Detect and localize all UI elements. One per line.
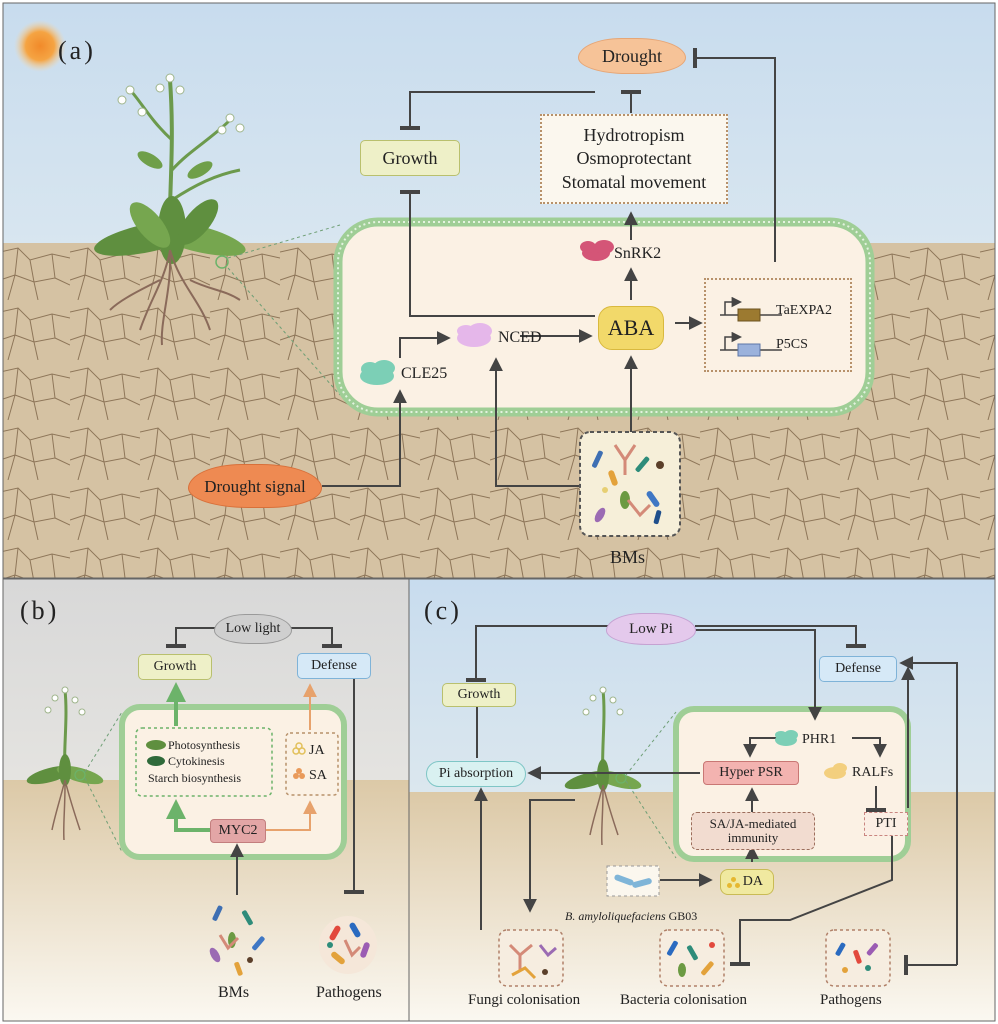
microbes-a-icon bbox=[592, 444, 664, 525]
pathogens-c-icon bbox=[825, 929, 891, 987]
pti-node: PTI bbox=[864, 812, 908, 836]
plant-a-illustration bbox=[94, 73, 341, 396]
bacterium-species: B. amyloliquefaciens bbox=[565, 909, 666, 923]
phr1-label: PHR1 bbox=[802, 732, 837, 747]
panel-a-letter: (a) bbox=[58, 36, 96, 65]
bacterium-name: B. amyloliquefaciens GB03 bbox=[565, 910, 697, 922]
phr1-icon bbox=[775, 730, 798, 746]
gene-box bbox=[704, 278, 852, 372]
fungi-icon bbox=[498, 929, 564, 987]
bacterium-strain: GB03 bbox=[668, 909, 698, 923]
process-photosynthesis: Photosynthesis bbox=[168, 738, 241, 752]
bms-label-a: BMs bbox=[610, 547, 646, 567]
da-dot-icon bbox=[731, 877, 736, 882]
growth-node-a: Growth bbox=[360, 140, 460, 176]
microbes-b-icon bbox=[209, 905, 265, 976]
drought-responses-box: Hydrotropism Osmoprotectant Stomatal mov… bbox=[540, 114, 728, 204]
cle25-label: CLE25 bbox=[401, 365, 448, 382]
pi-absorption-node: Pi absorption bbox=[426, 761, 526, 787]
da-dot-icon bbox=[727, 883, 732, 888]
da-dot-icon bbox=[735, 883, 740, 888]
immunity-line2: immunity bbox=[727, 830, 779, 845]
hormone-ja: JA bbox=[309, 743, 325, 758]
panel-b-letter: (b) bbox=[20, 596, 60, 625]
plant-c-illustration bbox=[564, 686, 677, 859]
growth-node-c: Growth bbox=[442, 683, 516, 707]
pathogens-label-c: Pathogens bbox=[820, 992, 882, 1008]
drought-node: Drought bbox=[578, 38, 686, 74]
da-label: DA bbox=[742, 874, 763, 889]
myc2-node: MYC2 bbox=[210, 819, 266, 843]
response-stomatal: Stomatal movement bbox=[561, 171, 707, 192]
hyper-psr-node: Hyper PSR bbox=[703, 761, 799, 785]
bms-label-b: BMs bbox=[218, 984, 250, 1001]
hormone-sa: SA bbox=[309, 768, 327, 783]
gene-icons bbox=[720, 296, 782, 357]
panel-c-letter: (c) bbox=[424, 596, 462, 625]
snrk2-icon bbox=[580, 240, 614, 261]
process-starch: Starch biosynthesis bbox=[148, 771, 241, 785]
sun-icon bbox=[14, 20, 66, 72]
snrk2-label: SnRK2 bbox=[614, 245, 662, 262]
processes-box bbox=[135, 727, 273, 797]
low-pi-node: Low Pi bbox=[606, 613, 696, 645]
immunity-node: SA/JA-mediated immunity bbox=[691, 812, 815, 850]
fungi-colonisation-label: Fungi colonisation bbox=[468, 992, 581, 1008]
hormone-icons bbox=[292, 742, 306, 779]
process-icons bbox=[146, 740, 166, 766]
nced-label: NCED bbox=[498, 329, 542, 346]
ralfs-icon bbox=[824, 763, 847, 779]
hormones-box bbox=[285, 732, 339, 796]
bacteria-icon bbox=[659, 929, 725, 987]
aba-node: ABA bbox=[598, 306, 664, 350]
nced-icon bbox=[457, 323, 492, 347]
gene-p5cs: P5CS bbox=[776, 337, 808, 352]
pathogens-b-icon bbox=[319, 916, 377, 974]
da-node: DA bbox=[720, 869, 774, 895]
defense-node-c: Defense bbox=[819, 656, 897, 682]
drought-signal-node: Drought signal bbox=[188, 464, 322, 508]
response-osmoprotectant: Osmoprotectant bbox=[576, 148, 692, 169]
low-light-node: Low light bbox=[214, 614, 292, 644]
process-cytokinesis: Cytokinesis bbox=[168, 754, 225, 768]
growth-node-b: Growth bbox=[138, 654, 212, 680]
immunity-line1: SA/JA-mediated bbox=[709, 816, 797, 832]
bacteria-colonisation-label: Bacteria colonisation bbox=[620, 992, 748, 1008]
pathogens-label-b: Pathogens bbox=[316, 984, 382, 1001]
response-hydrotropism: Hydrotropism bbox=[583, 124, 685, 145]
plant-b-illustration bbox=[26, 686, 123, 853]
gene-taexpa2: TaEXPA2 bbox=[776, 303, 833, 318]
cle25-icon bbox=[360, 360, 395, 385]
bacterium-icon bbox=[614, 874, 652, 888]
ralfs-label: RALFs bbox=[852, 765, 894, 780]
defense-node-b: Defense bbox=[297, 653, 371, 679]
